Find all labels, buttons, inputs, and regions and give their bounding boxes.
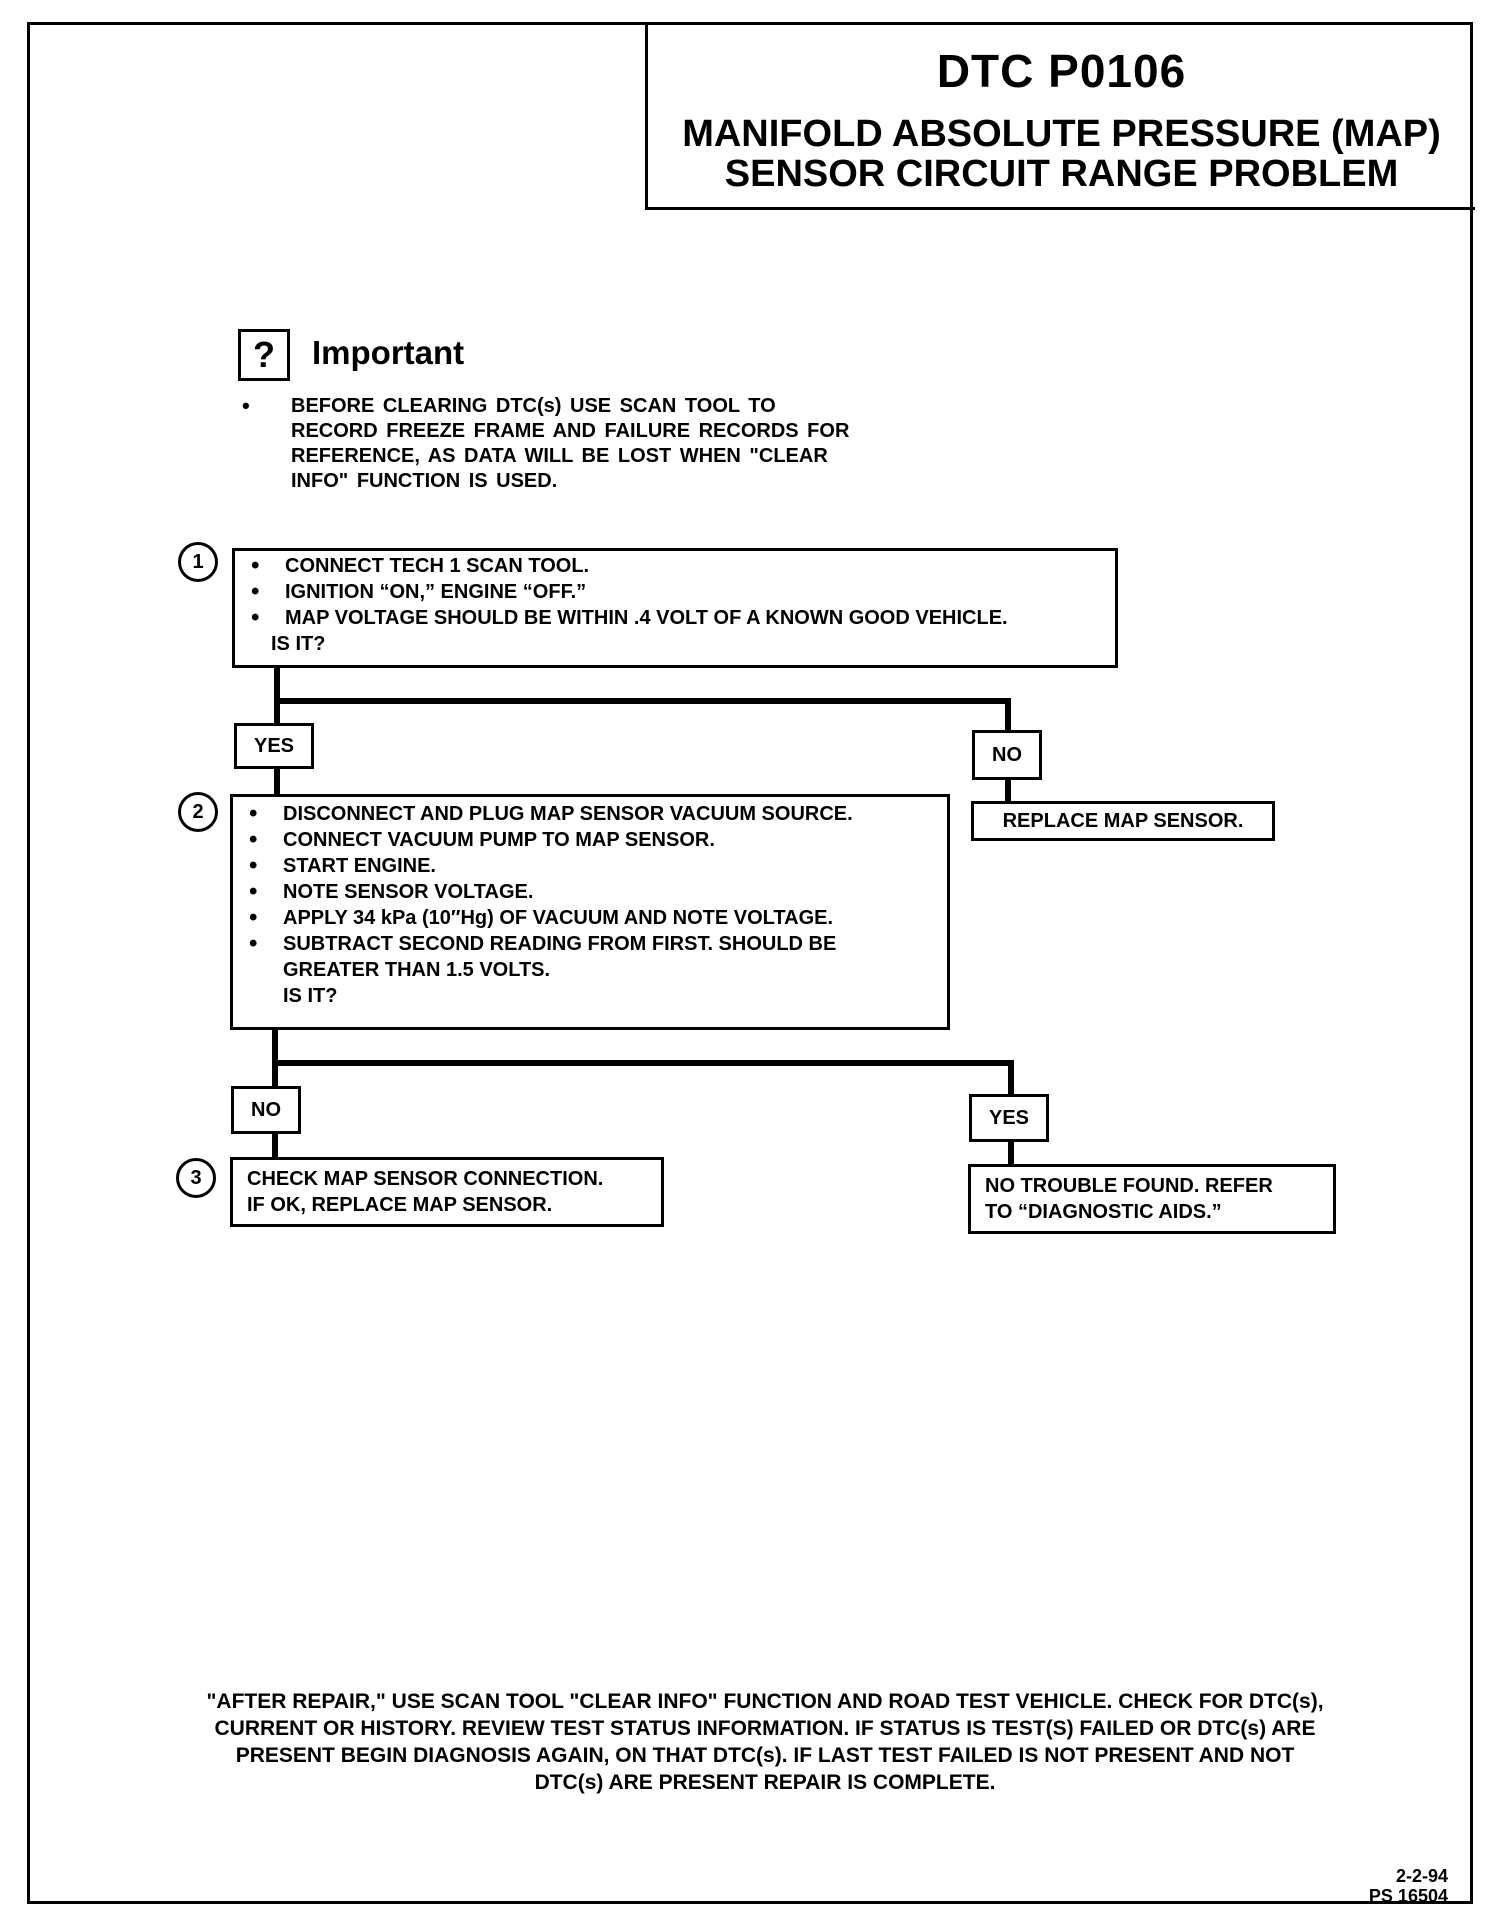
step-2-yes-result-line1: NO TROUBLE FOUND. REFER — [985, 1175, 1273, 1197]
dtc-title: MANIFOLD ABSOLUTE PRESSURE (MAP) SENSOR … — [648, 114, 1475, 194]
step-1-bullet: CONNECT TECH 1 SCAN TOOL. — [235, 553, 1115, 579]
bullet-icon: • — [242, 393, 250, 418]
step-2-list: DISCONNECT AND PLUG MAP SENSOR VACUUM SO… — [233, 801, 947, 983]
step-number-3: 3 — [176, 1158, 216, 1198]
step-2-question: IS IT? — [283, 985, 338, 1007]
step-1-no-result: REPLACE MAP SENSOR. — [971, 801, 1275, 841]
step-2-bullet: SUBTRACT SECOND READING FROM FIRST. SHOU… — [233, 931, 947, 983]
step-3-line2: IF OK, REPLACE MAP SENSOR. — [247, 1194, 553, 1216]
step-2-bullet: START ENGINE. — [233, 853, 947, 879]
connector-line — [274, 698, 1011, 704]
dtc-title-line2: SENSOR CIRCUIT RANGE PROBLEM — [724, 153, 1399, 195]
document-ps-number: PS 16504 — [1368, 1886, 1448, 1906]
step-2-yes-label: YES — [969, 1094, 1049, 1142]
step-1-list: CONNECT TECH 1 SCAN TOOL. IGNITION “ON,”… — [235, 553, 1115, 631]
step-number-2: 2 — [178, 792, 218, 832]
page-border — [27, 22, 1473, 1904]
important-icon: ? — [238, 329, 290, 381]
step-1-yes-label: YES — [234, 723, 314, 769]
step-2-bullet: CONNECT VACUUM PUMP TO MAP SENSOR. — [233, 827, 947, 853]
connector-line — [272, 1060, 1014, 1066]
step-3-box: CHECK MAP SENSOR CONNECTION. IF OK, REPL… — [230, 1157, 664, 1227]
step-1-bullet: MAP VOLTAGE SHOULD BE WITHIN .4 VOLT OF … — [235, 605, 1115, 631]
step-1-box: CONNECT TECH 1 SCAN TOOL. IGNITION “ON,”… — [232, 548, 1118, 668]
important-text: BEFORE CLEARING DTC(s) USE SCAN TOOL TO … — [291, 395, 850, 492]
step-2-yes-result: NO TROUBLE FOUND. REFER TO “DIAGNOSTIC A… — [968, 1164, 1336, 1234]
step-number-1: 1 — [178, 542, 218, 582]
connector-line — [1008, 1139, 1014, 1167]
after-repair-note: "AFTER REPAIR," USE SCAN TOOL "CLEAR INF… — [206, 1690, 1324, 1794]
document-footnote: 2-2-94 PS 16504 — [1369, 1866, 1448, 1906]
connector-line — [1005, 777, 1011, 803]
step-2-bullet: APPLY 34 kPa (10″Hg) OF VACUUM AND NOTE … — [233, 905, 947, 931]
step-1-question: IS IT? — [271, 633, 326, 655]
title-box: DTC P0106 MANIFOLD ABSOLUTE PRESSURE (MA… — [645, 22, 1475, 210]
important-title: Important — [312, 334, 465, 371]
dtc-title-line1: MANIFOLD ABSOLUTE PRESSURE (MAP) — [682, 113, 1441, 155]
step-2-box: DISCONNECT AND PLUG MAP SENSOR VACUUM SO… — [230, 794, 950, 1030]
step-1-no-label: NO — [972, 730, 1042, 780]
step-3-line1: CHECK MAP SENSOR CONNECTION. — [247, 1168, 604, 1190]
step-2-bullet: NOTE SENSOR VOLTAGE. — [233, 879, 947, 905]
step-2-bullet: DISCONNECT AND PLUG MAP SENSOR VACUUM SO… — [233, 801, 947, 827]
step-1-bullet: IGNITION “ON,” ENGINE “OFF.” — [235, 579, 1115, 605]
step-2-yes-result-line2: TO “DIAGNOSTIC AIDS.” — [985, 1201, 1222, 1223]
document-date: 2-2-94 — [1395, 1866, 1448, 1886]
step-2-no-label: NO — [231, 1086, 301, 1134]
dtc-code: DTC P0106 — [936, 45, 1187, 97]
